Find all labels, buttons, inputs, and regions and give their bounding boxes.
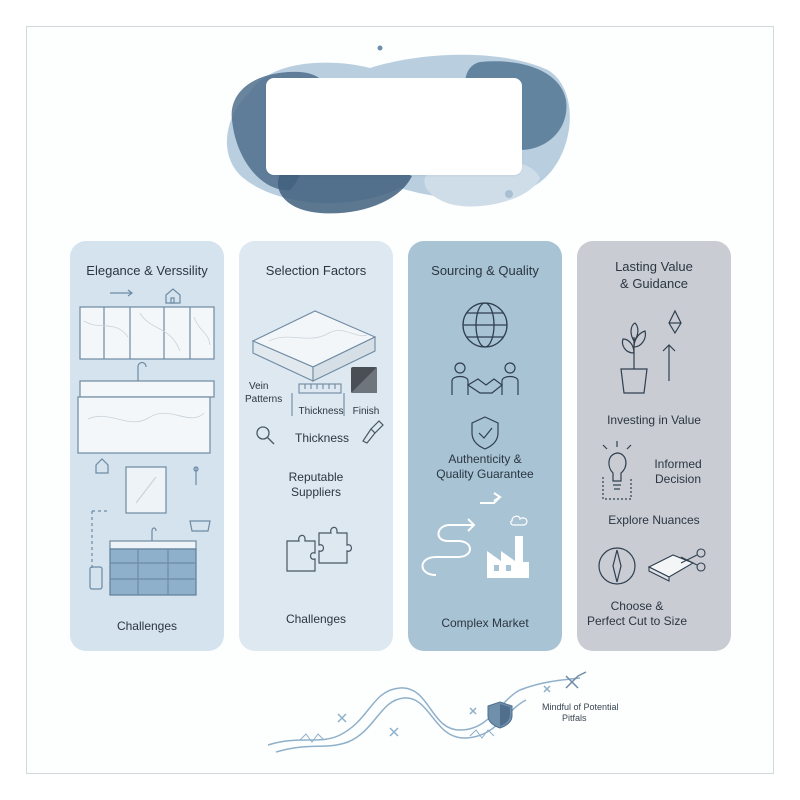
puzzle-icon bbox=[286, 526, 353, 572]
globe-icon bbox=[462, 302, 508, 348]
lightbulb-icon bbox=[602, 441, 632, 500]
panel-elegance: Elegance & Verssility Challe bbox=[70, 241, 224, 651]
sourcing-illustration bbox=[421, 302, 529, 578]
choose-label-1: Choose & bbox=[610, 599, 664, 613]
marble-slab-icon bbox=[251, 310, 384, 572]
authenticity-label-2: Quality Guarantee bbox=[436, 467, 534, 481]
informed-label-1: Informed bbox=[654, 457, 702, 471]
panel-selection-factors: Selection Factors Vein Patterns Thicknes… bbox=[239, 241, 393, 651]
tile-scissors-icon bbox=[647, 548, 706, 582]
thickness-scale-label: Thickness bbox=[298, 406, 344, 417]
finish-label: Finish bbox=[352, 406, 380, 417]
explore-label: Explore Nuances bbox=[608, 513, 700, 527]
reputable-label-1: Reputable bbox=[288, 470, 344, 484]
panel-bottom-label: Challenges bbox=[285, 612, 347, 626]
investing-label: Investing in Value bbox=[607, 413, 701, 427]
plant-growth-icon bbox=[620, 309, 682, 394]
panel-title: Elegance & Verssility bbox=[86, 263, 208, 278]
compass-icon bbox=[598, 547, 636, 585]
panel-sourcing-quality: Sourcing & Quality Authenticity & Qualit… bbox=[408, 241, 562, 651]
panel-title: Selection Factors bbox=[265, 263, 367, 278]
magnifier-icon bbox=[256, 426, 275, 445]
informed-label-2: Decision bbox=[654, 472, 702, 486]
choose-label-2: Perfect Cut to Size bbox=[586, 614, 688, 628]
thickness-label: Thickness bbox=[294, 431, 350, 445]
patterns-label: Patterns bbox=[245, 394, 283, 405]
shield-check-icon bbox=[471, 416, 499, 450]
panel-lasting-value: Lasting Value & Guidance Invest bbox=[577, 241, 731, 651]
title-placeholder-box bbox=[266, 78, 522, 175]
handshake-icon bbox=[451, 362, 519, 395]
vein-label: Vein bbox=[249, 381, 269, 392]
reputable-label-2: Suppliers bbox=[290, 485, 342, 499]
value-guidance-illustration bbox=[598, 309, 706, 585]
pitfalls-label-2: Pitfals bbox=[562, 713, 587, 723]
authenticity-label-1: Authenticity & bbox=[448, 452, 522, 466]
panel-title: Sourcing & Quality bbox=[431, 263, 539, 278]
kitchen-bathroom-illustration bbox=[77, 288, 215, 596]
panel-title-line-1: Lasting Value bbox=[615, 259, 693, 274]
panel-title-line-2: & Guidance bbox=[620, 276, 688, 291]
brush-icon bbox=[362, 420, 384, 444]
factory-route-icon bbox=[421, 492, 529, 578]
winding-path-illustration bbox=[267, 671, 587, 753]
pitfalls-label-1: Mindful of Potential bbox=[542, 702, 619, 712]
panel-bottom-label: Complex Market bbox=[441, 616, 529, 630]
panel-bottom-label: Challenges bbox=[116, 619, 178, 633]
